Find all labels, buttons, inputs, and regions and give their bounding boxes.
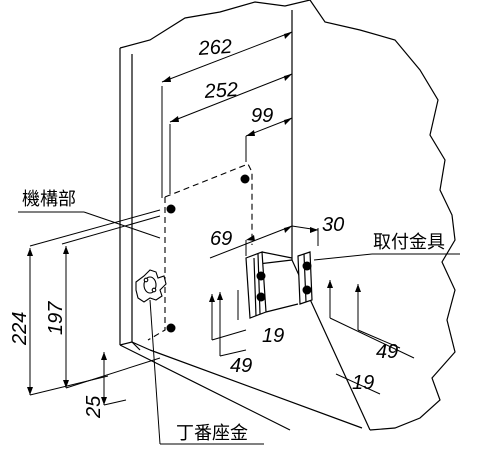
dim-69: 69 [210,228,232,250]
dimension-values: 262 252 99 69 30 224 197 25 19 49 49 19 [9,36,398,419]
dim-19-left: 19 [262,325,284,347]
bracket-screws [302,261,312,295]
mechanism-dashed-outline [147,163,253,341]
hinge-screws [256,271,266,302]
label-mounting-bracket: 取付金具 [373,232,445,253]
dim-252: 252 [203,79,239,103]
mounting-bracket-shape [297,251,313,305]
mechanism-screws [166,174,250,333]
dim-49-left: 49 [230,355,252,377]
dimension-arrowheads [27,32,361,405]
dim-19-right: 19 [352,372,374,394]
dim-262: 262 [197,36,233,60]
hinge-plate-shape [135,269,167,303]
dim-25: 25 [83,395,105,419]
label-hinge-plate: 丁番座金 [176,423,248,444]
dim-30: 30 [322,214,344,236]
cabinet-outline [119,0,456,431]
part-labels: 機構部 取付金具 丁番座金 [22,189,445,444]
dim-224: 224 [9,312,31,346]
dim-197: 197 [45,301,67,335]
dimension-lines [18,31,460,445]
label-mechanism: 機構部 [22,189,76,210]
dim-99: 99 [251,105,273,127]
dim-49-right: 49 [376,341,398,363]
